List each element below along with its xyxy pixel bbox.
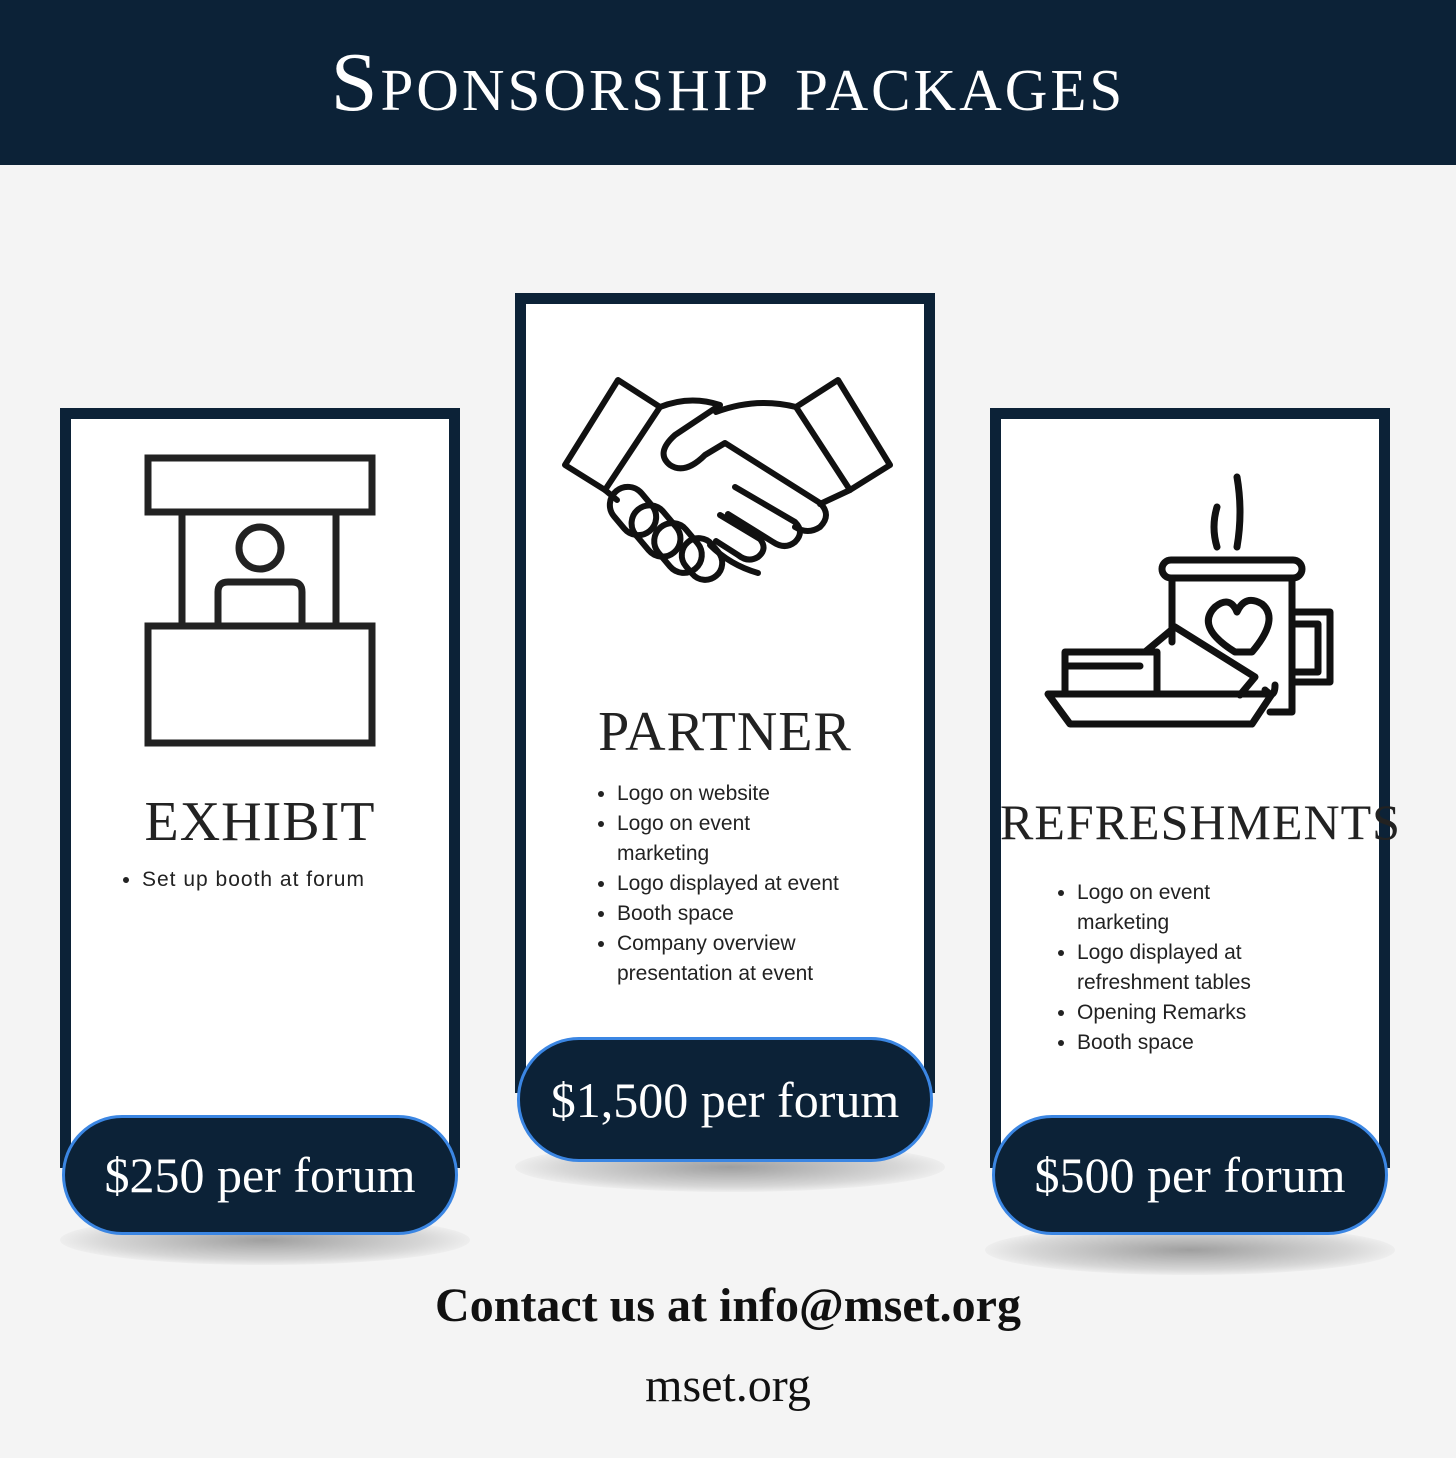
header-banner: Sponsorship packages bbox=[0, 0, 1456, 165]
page-title: Sponsorship packages bbox=[330, 36, 1126, 129]
benefit-item: Set up booth at forum bbox=[142, 865, 462, 895]
package-title: REFRESHMENTS bbox=[1000, 794, 1401, 850]
booth-icon bbox=[144, 454, 376, 747]
benefit-list: Logo on event marketing Logo displayed a… bbox=[1057, 878, 1377, 1058]
handshake-icon bbox=[562, 377, 893, 583]
package-title: PARTNER bbox=[598, 701, 852, 763]
contact-email-text: Contact us at info@mset.org bbox=[435, 1279, 1021, 1332]
benefit-item: Logo on website bbox=[617, 779, 917, 809]
benefit-item: Company overview presentation at event bbox=[617, 929, 867, 989]
benefit-item: Logo displayed at event bbox=[617, 869, 917, 899]
benefit-item: Logo displayed at refreshment tables bbox=[1077, 938, 1297, 998]
benefit-item: Logo on event marketing bbox=[617, 809, 817, 869]
price-badge: $500 per forum bbox=[992, 1115, 1388, 1235]
benefit-list: Set up booth at forum bbox=[122, 865, 462, 895]
price-badge: $1,500 per forum bbox=[517, 1037, 933, 1162]
coffee-mug-icon bbox=[1044, 473, 1334, 728]
benefit-item: Logo on event marketing bbox=[1077, 878, 1277, 938]
website-text: mset.org bbox=[645, 1359, 811, 1412]
package-card-exhibit bbox=[60, 408, 460, 1168]
price-badge: $250 per forum bbox=[62, 1115, 458, 1235]
benefit-list: Logo on website Logo on event marketing … bbox=[597, 779, 917, 989]
benefit-item: Booth space bbox=[1077, 1028, 1377, 1058]
benefit-item: Booth space bbox=[617, 899, 917, 929]
package-title: EXHIBIT bbox=[144, 791, 376, 853]
benefit-item: Opening Remarks bbox=[1077, 998, 1377, 1028]
